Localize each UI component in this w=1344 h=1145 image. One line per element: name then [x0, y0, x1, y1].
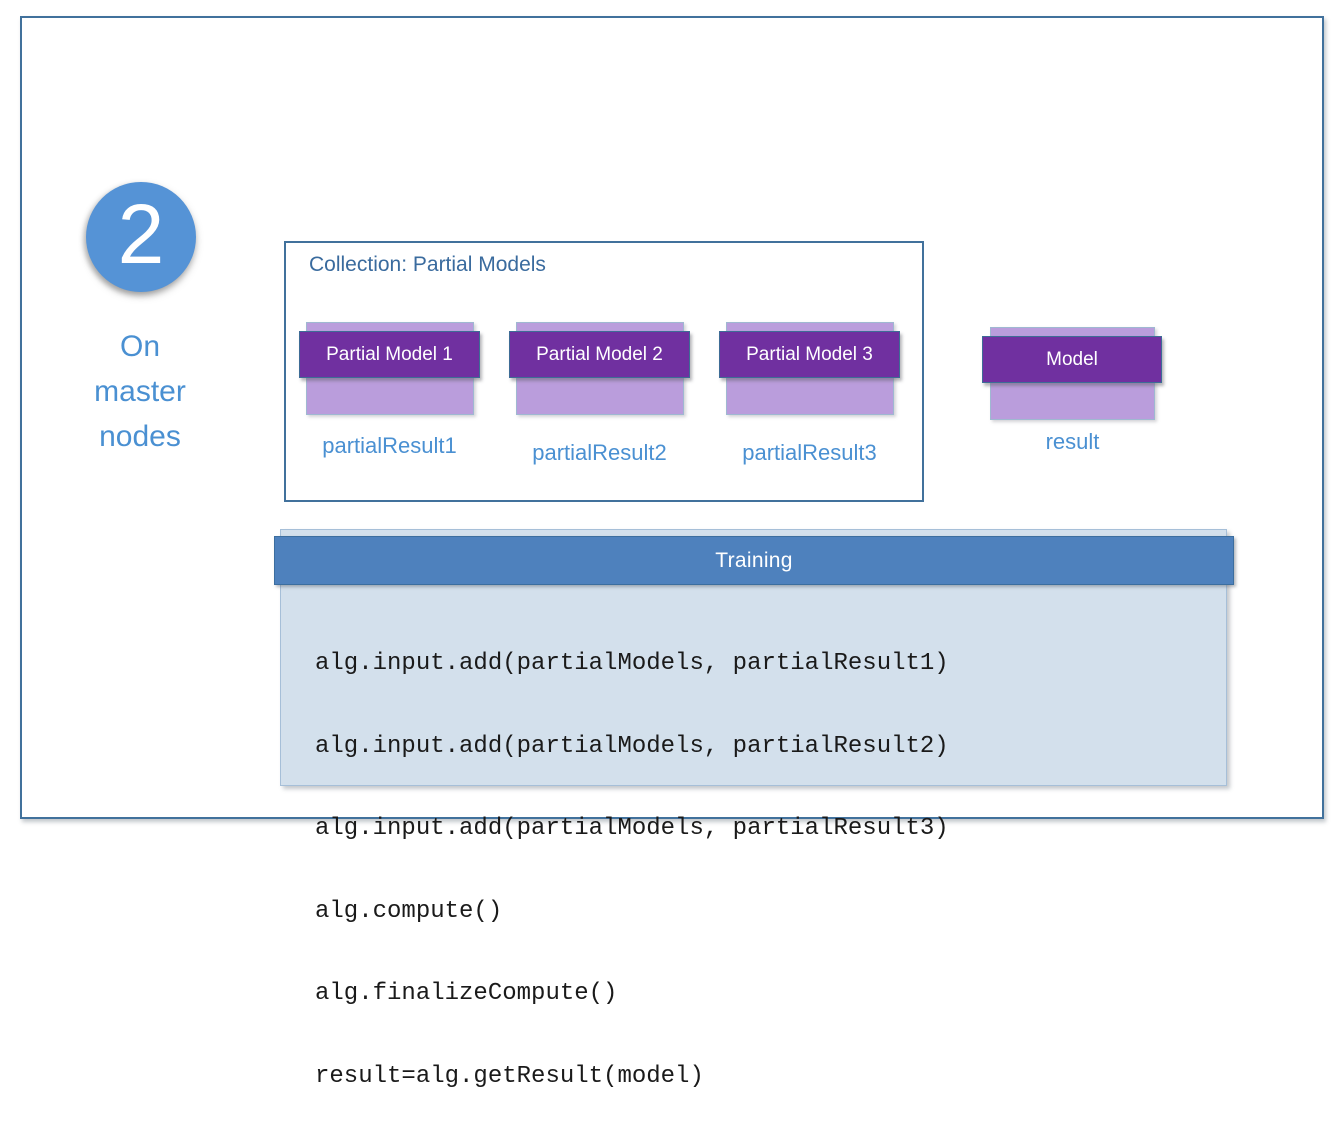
- code-line: alg.input.add(partialModels, partialResu…: [315, 815, 949, 842]
- code-line: alg.input.add(partialModels, partialResu…: [315, 732, 949, 760]
- partial-result-3-label: partialResult3: [742, 440, 877, 465]
- training-header-bar: Training: [274, 536, 1234, 585]
- training-code: alg.input.add(partialModels, partialResu…: [315, 595, 1215, 1145]
- model-box: Model: [982, 336, 1162, 383]
- slide-frame: 2 On master nodes Collection: Partial Mo…: [20, 16, 1324, 1090]
- step-label: On master nodes: [60, 324, 220, 459]
- partial-model-2-label: Partial Model 2: [536, 343, 663, 365]
- code-line: alg.compute(): [315, 897, 503, 925]
- collection-title: Collection: Partial Models: [309, 253, 546, 276]
- partial-model-3-box: Partial Model 3: [719, 331, 900, 378]
- partial-model-3-group: Partial Model 3: [719, 321, 900, 415]
- partial-result-1-label: partialResult1: [322, 433, 457, 458]
- partial-model-1-box: Partial Model 1: [299, 331, 480, 378]
- step-number: 2: [117, 187, 165, 281]
- step-number-badge: 2: [86, 182, 196, 292]
- partial-model-2-group: Partial Model 2: [509, 321, 690, 415]
- partial-model-3-label: Partial Model 3: [746, 343, 873, 365]
- code-line: alg.finalizeCompute(): [315, 980, 618, 1007]
- partial-model-1-label: Partial Model 1: [326, 343, 453, 365]
- code-line: alg.input.add(partialModels, partialResu…: [315, 650, 949, 677]
- model-box-label: Model: [1046, 348, 1098, 370]
- partial-model-1-group: Partial Model 1: [299, 321, 480, 415]
- code-line: result=alg.getResult(model): [315, 1062, 704, 1090]
- step-label-line: nodes: [99, 420, 181, 453]
- step-label-line: On: [119, 330, 161, 363]
- partial-model-2-box: Partial Model 2: [509, 331, 690, 378]
- training-title: Training: [715, 548, 793, 572]
- result-model-group: Model: [982, 327, 1163, 420]
- partial-result-2-label: partialResult2: [532, 440, 667, 465]
- step-label-line: master: [94, 375, 186, 408]
- result-label: result: [1045, 429, 1100, 454]
